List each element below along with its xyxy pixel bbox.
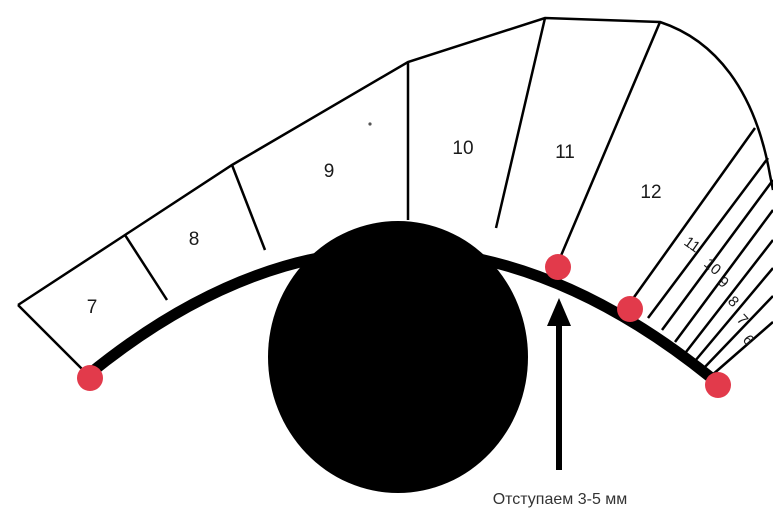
segment-label-8: 8 — [189, 229, 200, 250]
marker-indent-point — [545, 254, 571, 280]
stray-dot — [368, 122, 371, 125]
segment-label-7: 7 — [87, 297, 98, 318]
divider-7-8 — [125, 235, 167, 300]
marker-peak-point — [617, 296, 643, 322]
indent-arrow-icon — [547, 298, 571, 470]
divider-10-11 — [496, 18, 545, 228]
segment-label-12: 12 — [640, 182, 661, 203]
marker-end-point — [705, 372, 731, 398]
tail-label-6: 6 — [739, 332, 757, 349]
divider-12-tail — [632, 128, 755, 300]
tail-label-9: 9 — [714, 273, 732, 291]
divider-8-9 — [232, 165, 265, 250]
divider-11-12 — [560, 22, 660, 258]
segment-label-10: 10 — [452, 138, 473, 159]
segment-label-9: 9 — [324, 161, 335, 182]
segment-label-11: 11 — [555, 142, 575, 163]
tail-label-11: 11 — [681, 233, 704, 256]
lash-zone-left-edge — [18, 305, 88, 375]
marker-start-point — [77, 365, 103, 391]
indent-caption: Отступаем 3-5 мм — [493, 491, 628, 508]
